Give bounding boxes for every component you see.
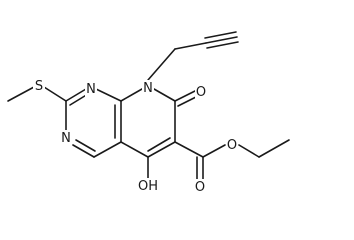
bond-s-c2 xyxy=(43,86,67,102)
atom-oh: OH xyxy=(136,178,160,194)
atom-o-ester-label: O xyxy=(227,138,237,153)
bond-methyl-s xyxy=(7,86,35,102)
bond-ccoo-o-ester xyxy=(202,144,226,158)
atom-n8: N xyxy=(142,80,154,96)
atom-n3: N xyxy=(85,81,97,97)
atom-s-label: S xyxy=(35,79,43,94)
bond-c6p-c5-double xyxy=(147,137,171,152)
bond-o-ch2 xyxy=(238,144,260,158)
bond-n8-c7 xyxy=(153,88,176,102)
bond-c8a-n8 xyxy=(120,88,143,102)
atom-o-keto-label: O xyxy=(196,85,206,100)
atom-o-ester: O xyxy=(226,137,238,153)
atom-n1-label: N xyxy=(61,131,71,146)
atom-n3-label: N xyxy=(86,82,96,97)
atom-n8-label: N xyxy=(143,81,153,96)
molecule-diagram: S N N N O OH O O xyxy=(7,31,290,195)
bond-c7-o xyxy=(174,90,196,102)
bond-c6p-c5 xyxy=(147,141,176,158)
bond-ch2-ch3 xyxy=(258,139,290,158)
atom-o-ester-carbonyl: O xyxy=(194,179,206,195)
bond-n1-c6 xyxy=(72,144,95,158)
bond-ch2-c xyxy=(174,42,207,50)
structure-canvas: S N N N O OH O O xyxy=(7,31,290,195)
bond-c6-c4a xyxy=(93,141,122,158)
bond-n1-c6-double xyxy=(75,139,96,152)
bond-c5-c4a xyxy=(120,141,149,158)
atom-o-keto: O xyxy=(195,84,207,100)
bond-triple-b xyxy=(204,31,237,39)
bond-triple-a xyxy=(205,36,238,44)
bond-c6p-ccoo xyxy=(174,141,204,158)
atom-oh-label: OH xyxy=(138,179,158,194)
atom-n1: N xyxy=(60,130,72,146)
bond-layer xyxy=(7,31,290,181)
bond-c7-o-double xyxy=(177,95,199,107)
bond-triple-c xyxy=(206,41,239,49)
atom-s: S xyxy=(33,78,45,94)
bond-n8-ch2 xyxy=(147,48,176,81)
atom-layer: S N N N O OH O O xyxy=(33,78,238,195)
bond-c2-n3 xyxy=(65,88,87,102)
atom-o-ester-carbonyl-label: O xyxy=(195,180,205,195)
bond-n3-c8a xyxy=(95,88,122,102)
